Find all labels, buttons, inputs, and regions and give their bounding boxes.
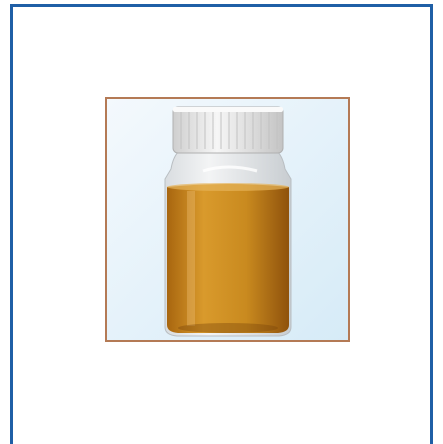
cap-ridges [180,111,278,149]
amber-liquid [167,184,289,333]
liquid-bottom-shadow [178,323,278,333]
liquid-highlight [187,191,195,326]
product-frame [10,4,433,444]
cap-top-edge [173,107,283,112]
product-image [105,97,350,342]
bottle-photo [107,99,348,340]
liquid-surface [167,183,289,191]
glass-highlight [202,165,258,173]
